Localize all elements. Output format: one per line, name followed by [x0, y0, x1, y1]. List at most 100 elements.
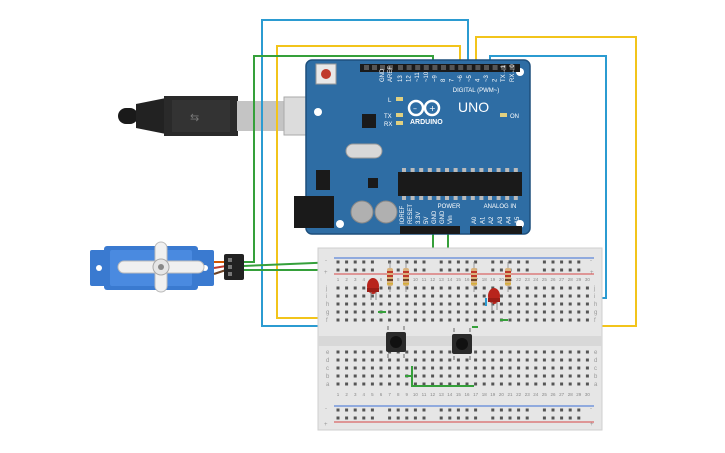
breadboard-jumpers: [378, 298, 508, 387]
row-letter: e: [594, 350, 598, 356]
atmega-chip: [398, 168, 522, 200]
column-number: 25: [542, 277, 548, 282]
column-number: 2: [345, 277, 348, 282]
digital-pin[interactable]: [423, 65, 429, 70]
breadboard-holes[interactable]: [336, 260, 589, 420]
row-letter: i: [594, 294, 595, 300]
digital-pin[interactable]: [466, 65, 472, 70]
column-number: 27: [559, 392, 565, 397]
digital-pin[interactable]: [398, 65, 403, 70]
digital-pin-label: 8: [441, 78, 447, 82]
digital-pin-label: ~11: [415, 72, 421, 82]
resistor-icon[interactable]: [387, 262, 393, 292]
column-number: 1: [337, 277, 340, 282]
analog-pin-label: A1: [481, 216, 487, 224]
pushbutton-icon[interactable]: [452, 328, 472, 360]
column-number: 12: [430, 392, 436, 397]
digital-header: [360, 64, 520, 72]
column-number: 11: [422, 277, 427, 282]
digital-pin[interactable]: [449, 65, 455, 70]
column-number: 15: [456, 392, 462, 397]
led-icon[interactable]: [488, 288, 500, 310]
gnd-top-label: GND: [380, 68, 386, 82]
digital-pin[interactable]: [484, 65, 489, 70]
column-number: 14: [447, 392, 453, 397]
column-number: 17: [473, 392, 479, 397]
digital-pin[interactable]: [441, 65, 446, 70]
row-letter: g: [594, 310, 597, 316]
column-number: 25: [542, 392, 548, 397]
column-number: 16: [464, 392, 470, 397]
digital-pin[interactable]: [509, 65, 515, 70]
digital-pin-label: ~5: [467, 74, 473, 82]
digital-pin[interactable]: [432, 65, 438, 70]
led-tx-icon: [396, 113, 403, 117]
pushbutton-icon[interactable]: [386, 326, 406, 358]
digital-pin[interactable]: [475, 65, 481, 70]
crystal-icon: [345, 143, 383, 159]
header-pin[interactable]: [372, 65, 377, 70]
analog-pin-label: A5: [515, 216, 521, 224]
rail-plus-bottom: +: [324, 422, 328, 428]
rail-minus-top: -: [325, 258, 327, 264]
column-number: 3: [354, 277, 357, 282]
column-number: 20: [499, 392, 505, 397]
analog-pin-label: A2: [489, 216, 495, 224]
analog-pin-label: A3: [498, 216, 504, 224]
resistors[interactable]: [387, 262, 511, 292]
column-number: 1: [337, 392, 340, 397]
rail-minus-bottom-right: -: [590, 406, 592, 412]
digital-pins[interactable]: [364, 65, 515, 70]
power-header: [400, 226, 460, 234]
column-number: 13: [439, 392, 445, 397]
resistor-icon[interactable]: [471, 262, 477, 292]
header-pin[interactable]: [364, 65, 369, 70]
power-pin-label: GND: [440, 210, 446, 224]
digital-pin[interactable]: [492, 65, 498, 70]
row-letter: e: [326, 350, 330, 356]
digital-pin[interactable]: [406, 65, 412, 70]
header-pin[interactable]: [380, 65, 385, 70]
column-number: 26: [550, 392, 556, 397]
column-number: 10: [413, 277, 419, 282]
header-pin[interactable]: [388, 65, 393, 70]
svg-text:+: +: [429, 104, 436, 113]
resistor-icon[interactable]: [403, 262, 409, 292]
column-number: 19: [490, 277, 496, 282]
column-number: 6: [380, 277, 383, 282]
digital-pin[interactable]: [458, 65, 464, 70]
capacitor-2-icon: [374, 200, 398, 224]
column-number: 23: [525, 392, 531, 397]
digital-pin-label: TX→1: [501, 64, 507, 82]
column-number: 6: [380, 392, 383, 397]
power-pin-label: Vin: [448, 215, 454, 224]
column-number: 12: [430, 277, 436, 282]
wire-blue-1: [261, 19, 469, 327]
usb-cable-icon[interactable]: ⇆: [118, 96, 315, 136]
arduino-logo: – +: [407, 99, 441, 117]
digital-pin-label: 2: [493, 78, 499, 82]
column-number: 2: [345, 392, 348, 397]
rail-minus-bottom: -: [325, 406, 327, 412]
led-on-label: ON: [510, 114, 519, 120]
column-number: 22: [516, 392, 522, 397]
reset-button[interactable]: [315, 63, 337, 85]
led-icon[interactable]: [367, 278, 379, 300]
resistor-icon[interactable]: [505, 262, 511, 292]
row-letter: d: [326, 358, 329, 364]
led-tx-label: TX: [384, 114, 392, 120]
column-number: 24: [533, 277, 539, 282]
analog-header: [470, 226, 522, 234]
digital-pin[interactable]: [501, 65, 507, 70]
wire-yellow-1: [276, 45, 461, 319]
servo-motor-icon[interactable]: [90, 241, 244, 293]
column-number: 21: [507, 392, 513, 397]
column-number: 4: [363, 392, 366, 397]
digital-pin[interactable]: [415, 65, 421, 70]
dc-jack-icon: [294, 196, 334, 228]
